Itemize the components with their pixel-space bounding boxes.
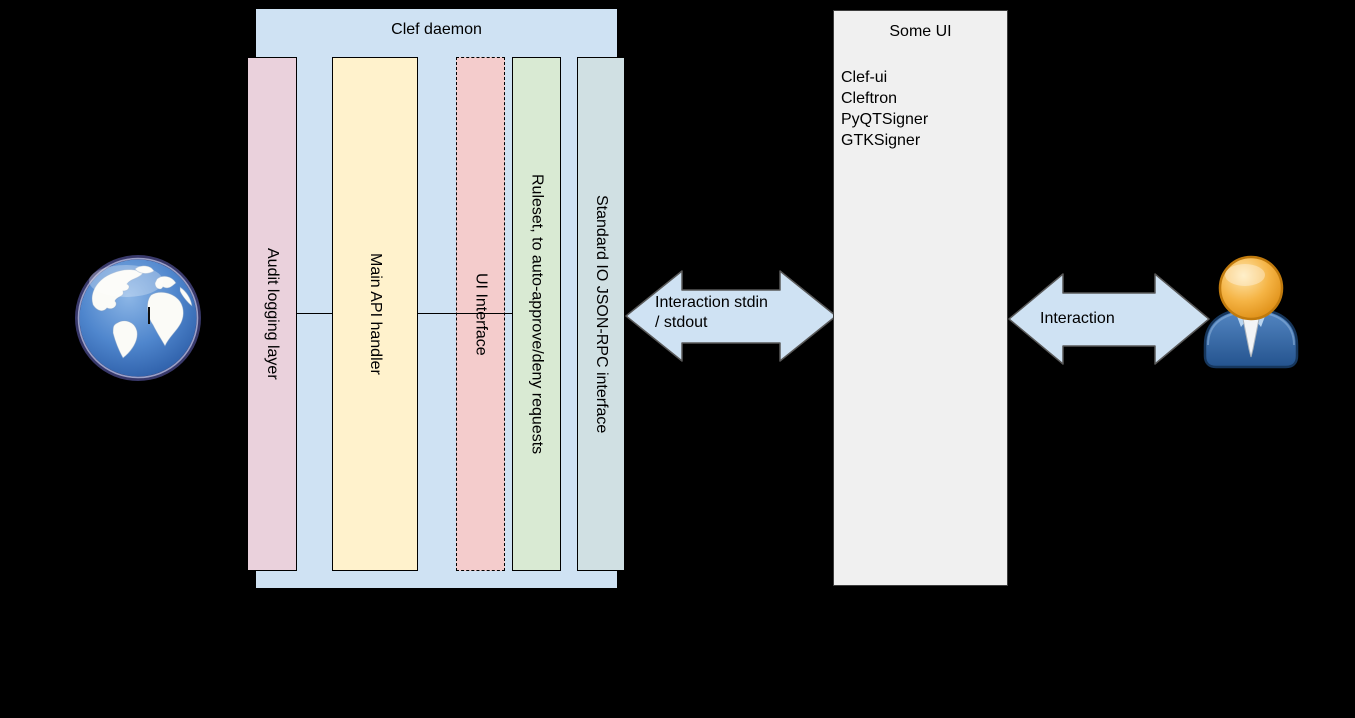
user-icon xyxy=(1203,255,1299,369)
clef-daemon-box: Clef daemon xyxy=(256,9,617,588)
some-ui-title: Some UI xyxy=(889,23,952,40)
layer-main-api-handler: Main API handler xyxy=(332,57,418,571)
layer-label: Standard IO JSON-RPC interface xyxy=(593,194,610,434)
layer-ui-interface: UI Interface xyxy=(456,57,505,571)
vertical-tick-line xyxy=(148,307,150,324)
stdio-interaction-arrow: Interaction stdin / stdout xyxy=(625,269,837,363)
layer-stdio-jsonrpc: Standard IO JSON-RPC interface xyxy=(577,57,625,571)
some-ui-box: Some UI Clef-ui Cleftron PyQTSigner GTKS… xyxy=(833,10,1008,586)
some-ui-implementations: Clef-ui Cleftron PyQTSigner GTKSigner xyxy=(841,67,928,151)
double-arrow-icon xyxy=(1008,273,1210,365)
user-arrow-label: Interaction xyxy=(1040,310,1115,327)
layer-ruleset: Ruleset, to auto-approve/deny requests xyxy=(512,57,561,571)
list-item: GTKSigner xyxy=(841,132,921,149)
globe-icon xyxy=(75,255,201,381)
connector-line-api-to-ruleset xyxy=(418,313,512,314)
user-interaction-arrow: Interaction xyxy=(1008,272,1210,366)
layer-label: Ruleset, to auto-approve/deny requests xyxy=(528,173,546,455)
list-item: Clef-ui xyxy=(841,69,888,86)
connector-line-audit-to-api xyxy=(297,313,332,314)
layer-audit-logging: Audit logging layer xyxy=(247,57,297,571)
layer-label: Main API handler xyxy=(367,253,384,375)
list-item: Cleftron xyxy=(841,90,898,107)
layer-label: Audit logging layer xyxy=(264,248,281,380)
stdio-arrow-label: Interaction stdin / stdout xyxy=(655,294,768,331)
list-item: PyQTSigner xyxy=(841,111,929,128)
clef-daemon-title: Clef daemon xyxy=(391,21,482,38)
